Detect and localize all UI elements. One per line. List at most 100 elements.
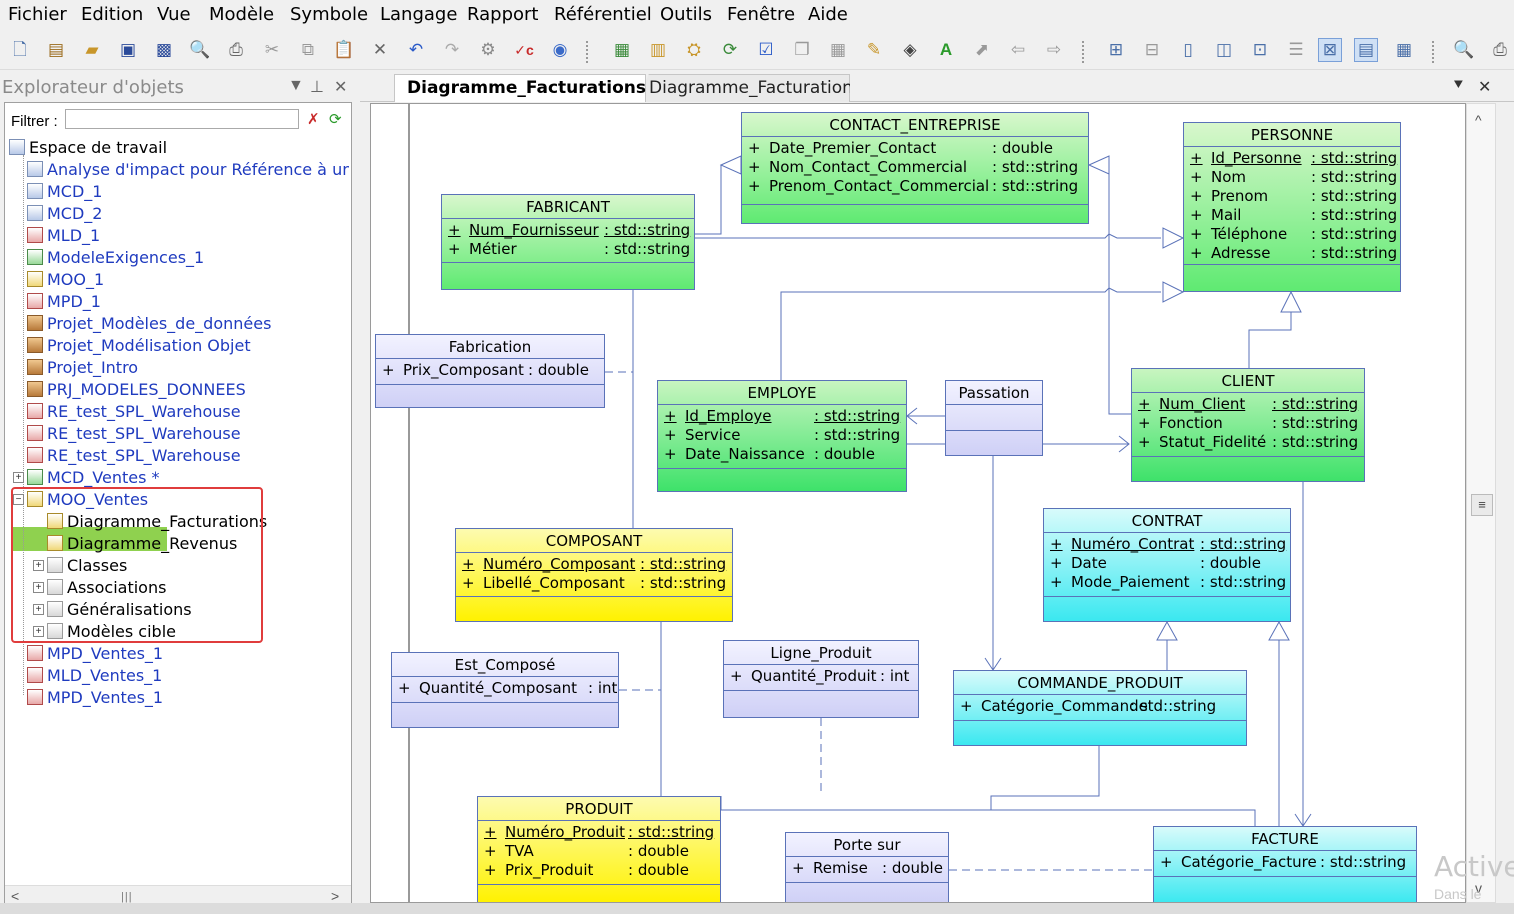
expand-icon[interactable]: + bbox=[33, 604, 44, 615]
back-icon[interactable]: ⇦ bbox=[1010, 40, 1026, 59]
impact-icon[interactable]: ◉ bbox=[552, 40, 568, 59]
tab-list-icon[interactable]: ⯆ bbox=[1452, 77, 1465, 94]
brush-icon[interactable]: ✎ bbox=[866, 40, 882, 59]
tree-item-mld-ventes-1[interactable]: MLD_Ventes_1 bbox=[27, 665, 162, 687]
class-contrat[interactable]: CONTRAT +Numéro_Contrat: std::string +Da… bbox=[1043, 508, 1291, 622]
menu-edition[interactable]: Edition bbox=[81, 4, 144, 25]
tree-item-target-models[interactable]: Modèles cible bbox=[47, 621, 176, 643]
expand-icon[interactable]: + bbox=[13, 472, 24, 483]
open-folder-icon[interactable]: ▰ bbox=[85, 40, 99, 59]
page-icon[interactable]: ▯ bbox=[1183, 40, 1193, 59]
tree-item-workspace[interactable]: Espace de travail bbox=[9, 137, 167, 159]
expand-icon[interactable]: + bbox=[33, 582, 44, 593]
scroll-up-icon[interactable]: ^ bbox=[1475, 112, 1482, 128]
tree-item-associations[interactable]: Associations bbox=[47, 577, 166, 599]
tree-item-requirements[interactable]: ModeleExigences_1 bbox=[27, 247, 204, 269]
check-model-icon[interactable]: ✓c bbox=[514, 42, 534, 58]
tree-item-project-data-models[interactable]: Projet_Modèles_de_données bbox=[27, 313, 271, 335]
tree-view-icon[interactable]: ⊡ bbox=[1252, 40, 1268, 59]
menu-aide[interactable]: Aide bbox=[808, 4, 848, 25]
class-passation[interactable]: Passation bbox=[945, 380, 1043, 456]
menu-langage[interactable]: Langage bbox=[380, 4, 458, 25]
class-fabricant[interactable]: FABRICANT +Num_Fournisseur: std::string … bbox=[441, 194, 695, 290]
tab-diagram-facturations-2[interactable]: Diagramme_Facturations bbox=[636, 74, 850, 102]
class-fabrication[interactable]: Fabrication +Prix_Composant: double bbox=[375, 334, 605, 408]
close-icon[interactable]: ✕ bbox=[334, 79, 348, 96]
tree-item-project-object-modeling[interactable]: Projet_Modélisation Objet bbox=[27, 335, 251, 357]
menu-modele[interactable]: Modèle bbox=[209, 4, 275, 25]
properties-icon[interactable]: ⚙ bbox=[480, 40, 496, 59]
class-commande-produit[interactable]: COMMANDE_PRODUIT +Catégorie_Commande: st… bbox=[953, 670, 1247, 746]
diagram-canvas[interactable]: CONTACT_ENTREPRISE +Date_Premier_Contact… bbox=[370, 103, 1466, 903]
collapse-icon[interactable]: − bbox=[13, 494, 24, 505]
filter-input[interactable] bbox=[65, 109, 299, 129]
class-est-compose[interactable]: Est_Composé +Quantité_Composant: int bbox=[391, 652, 619, 728]
undo-icon[interactable]: ↶ bbox=[408, 40, 424, 59]
tree-item-mcd-ventes[interactable]: MCD_Ventes * bbox=[27, 467, 160, 489]
menu-symbole[interactable]: Symbole bbox=[290, 4, 369, 25]
list-view-icon[interactable]: ☰ bbox=[1288, 40, 1304, 59]
result-list-icon[interactable]: ▦ bbox=[1395, 40, 1413, 59]
scroll-thumb[interactable]: ||| bbox=[121, 891, 133, 903]
frame-icon[interactable]: ❐ bbox=[794, 40, 810, 59]
class-client[interactable]: CLIENT +Num_Client: std::string +Fonctio… bbox=[1131, 368, 1365, 482]
save-icon[interactable]: ▣ bbox=[119, 40, 137, 59]
menu-outils[interactable]: Outils bbox=[660, 4, 713, 25]
output-toggle-icon[interactable]: ▤ bbox=[1354, 38, 1378, 62]
tree-item-diagram-revenus[interactable]: Diagramme_Revenus bbox=[47, 533, 237, 555]
split-view-icon[interactable]: ◫ bbox=[1215, 40, 1233, 59]
tree-item-mpd-ventes-2[interactable]: MPD_Ventes_1 bbox=[27, 687, 163, 709]
tree-item-prj-modeles[interactable]: PRJ_MODELES_DONNEES bbox=[27, 379, 246, 401]
zoom-icon[interactable]: 🔍 bbox=[1453, 40, 1475, 59]
horizontal-scrollbar[interactable]: < ||| > bbox=[5, 885, 351, 907]
tree-item-mcd-2[interactable]: MCD_2 bbox=[27, 203, 102, 225]
open-project-icon[interactable]: ▤ bbox=[47, 40, 65, 59]
menu-referentiel[interactable]: Référentiel bbox=[554, 4, 652, 25]
redo-icon[interactable]: ↷ bbox=[444, 40, 460, 59]
tree-item-mpd-ventes-1[interactable]: MPD_Ventes_1 bbox=[27, 643, 163, 665]
tree-item-moo-1[interactable]: MOO_1 bbox=[27, 269, 104, 291]
class-personne[interactable]: PERSONNE +Id_Personne: std::string +Nom:… bbox=[1183, 122, 1401, 292]
expand-icon[interactable]: + bbox=[33, 560, 44, 571]
class-facture[interactable]: FACTURE +Catégorie_Facture: std::string bbox=[1153, 826, 1417, 902]
class-porte-sur[interactable]: Porte sur +Remise: double bbox=[785, 832, 949, 902]
layout-icon[interactable]: ⊟ bbox=[1144, 40, 1160, 59]
paste-icon[interactable]: 📋 bbox=[333, 40, 355, 59]
diagram-view-icon[interactable]: ⊞ bbox=[1108, 40, 1124, 59]
dropdown-icon[interactable]: ▼ bbox=[288, 77, 304, 94]
class-produit[interactable]: PRODUIT +Numéro_Produit: std::string +TV… bbox=[477, 796, 721, 902]
forward-icon[interactable]: ⇨ bbox=[1046, 40, 1062, 59]
delete-icon[interactable]: ✕ bbox=[372, 40, 388, 59]
generate-icon[interactable]: ⛭ bbox=[687, 40, 701, 59]
print-icon-2[interactable]: ⎙ bbox=[1493, 40, 1507, 59]
clear-filter-icon[interactable]: ✗ bbox=[307, 111, 320, 128]
tree-item-re-test-2[interactable]: RE_test_SPL_Warehouse bbox=[27, 423, 241, 445]
expand-icon[interactable]: + bbox=[33, 626, 44, 637]
scroll-down-icon[interactable]: v bbox=[1475, 880, 1482, 896]
bring-front-icon[interactable]: ⬈ bbox=[974, 40, 990, 59]
tree-item-mpd-1[interactable]: MPD_1 bbox=[27, 291, 101, 313]
model-icon[interactable]: ▦ bbox=[613, 40, 631, 59]
menu-rapport[interactable]: Rapport bbox=[467, 4, 539, 25]
grid-icon[interactable]: ▦ bbox=[829, 40, 847, 59]
pin-icon[interactable]: ⊥ bbox=[310, 79, 324, 96]
tree-item-classes[interactable]: Classes bbox=[47, 555, 127, 577]
vertical-scrollbar[interactable]: ^ ≡ v bbox=[1466, 103, 1496, 903]
close-tab-icon[interactable]: ✕ bbox=[1478, 79, 1492, 96]
scroll-right-icon[interactable]: > bbox=[331, 888, 340, 904]
tree-item-re-test-3[interactable]: RE_test_SPL_Warehouse bbox=[27, 445, 241, 467]
font-icon[interactable]: A bbox=[939, 40, 953, 59]
tree-item-re-test-1[interactable]: RE_test_SPL_Warehouse bbox=[27, 401, 241, 423]
scroll-thumb[interactable]: ≡ bbox=[1471, 494, 1493, 516]
fill-icon[interactable]: ◈ bbox=[903, 40, 917, 59]
tree-item-impact-analysis[interactable]: Analyse d'impact pour Référence à un moc bbox=[27, 159, 349, 181]
refresh-icon[interactable]: ⟳ bbox=[722, 40, 738, 59]
menu-fichier[interactable]: Fichier bbox=[8, 4, 67, 25]
tree-item-diagram-facturations[interactable]: Diagramme_Facturations bbox=[47, 511, 267, 533]
tree-item-mcd-1[interactable]: MCD_1 bbox=[27, 181, 102, 203]
class-employe[interactable]: EMPLOYE +Id_Employe: std::string +Servic… bbox=[657, 380, 907, 492]
new-file-icon[interactable]: 🗋 bbox=[13, 40, 27, 59]
menu-vue[interactable]: Vue bbox=[157, 4, 191, 25]
explorer-toggle-icon[interactable]: ⊠ bbox=[1318, 38, 1342, 62]
class-contact-entreprise[interactable]: CONTACT_ENTREPRISE +Date_Premier_Contact… bbox=[741, 112, 1089, 224]
